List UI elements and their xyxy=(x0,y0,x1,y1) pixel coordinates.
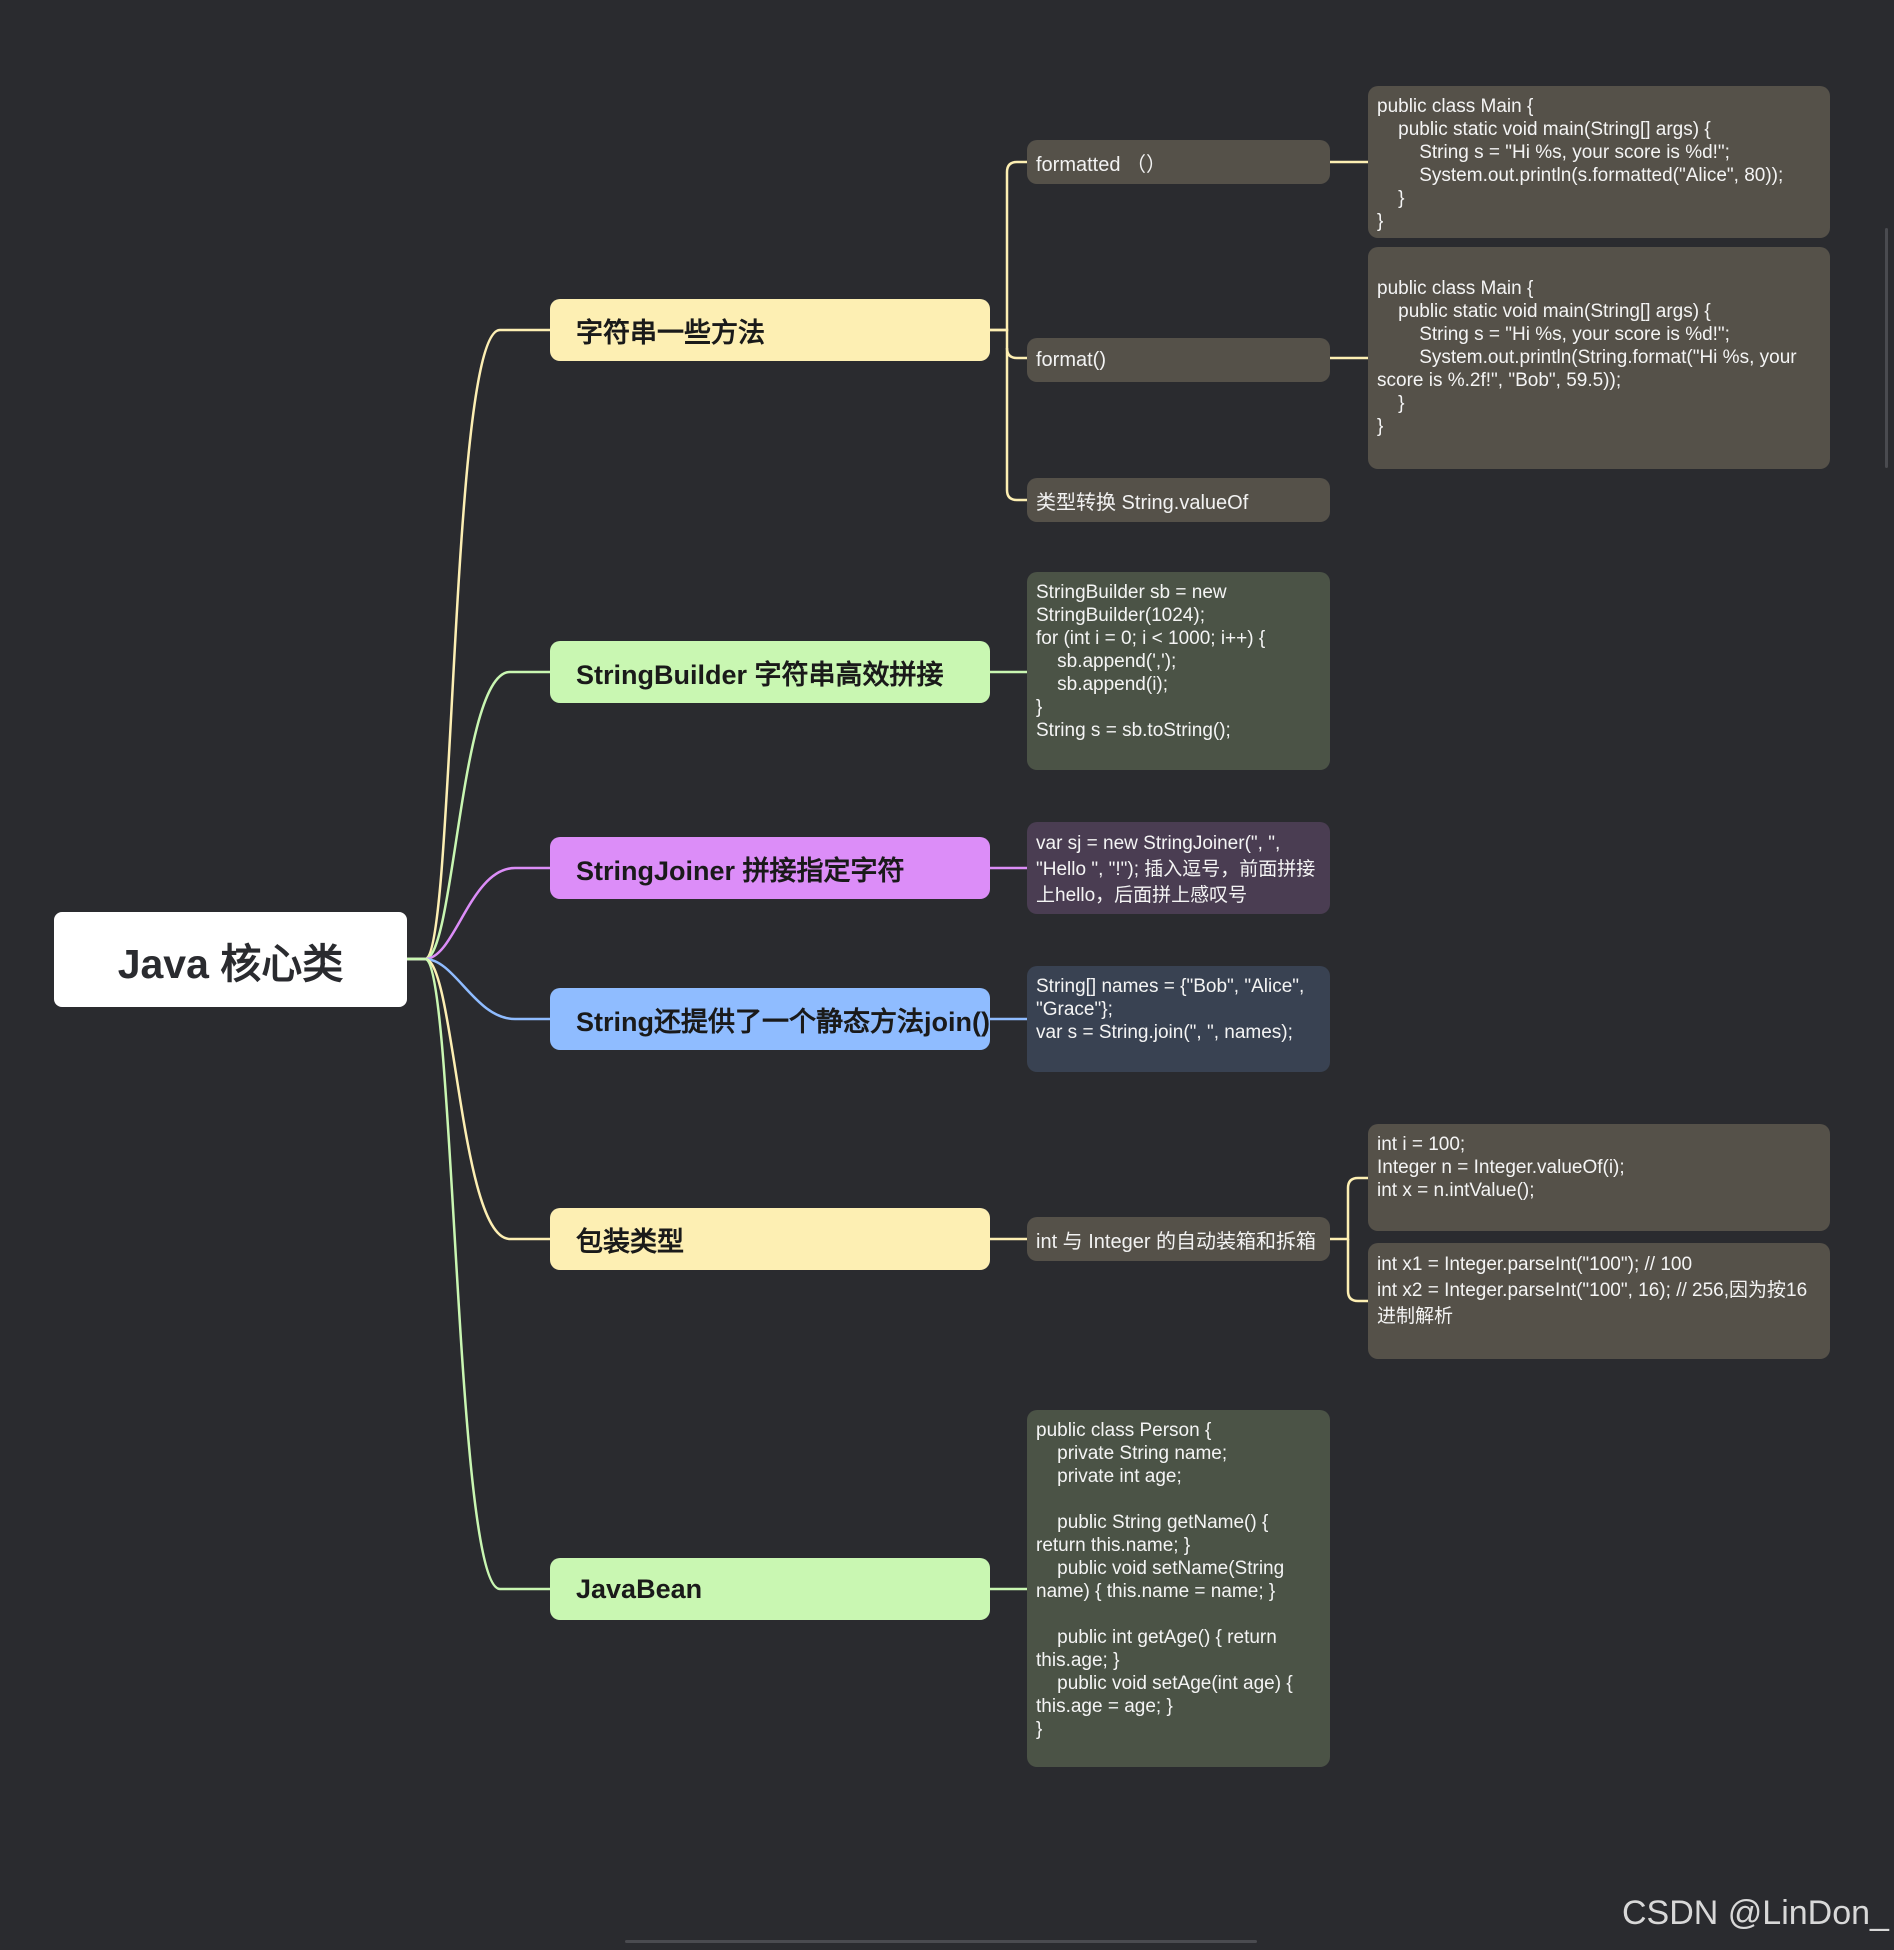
note-join-code: String[] names = {"Bob", "Alice", "Grace… xyxy=(1027,966,1330,1072)
subtopic-valueof[interactable]: 类型转换 String.valueOf xyxy=(1027,478,1330,522)
branch-javabean[interactable]: JavaBean xyxy=(550,1558,990,1620)
link-autobox-note2 xyxy=(1346,1239,1368,1303)
link-root-join xyxy=(407,957,550,1021)
subtopic-formatted[interactable]: formatted （） xyxy=(1027,140,1330,184)
note-formatted-code: public class Main { public static void m… xyxy=(1368,86,1830,238)
branch-string-methods[interactable]: 字符串一些方法 xyxy=(550,299,990,361)
note-parseint-code: int x1 = Integer.parseInt("100"); // 100… xyxy=(1368,1243,1830,1359)
vertical-scrollbar[interactable] xyxy=(1885,228,1888,468)
link-root-stringbuilder xyxy=(407,670,550,961)
note-autoboxing-code: int i = 100; Integer n = Integer.valueOf… xyxy=(1368,1124,1830,1231)
subtopic-format[interactable]: format() xyxy=(1027,338,1330,382)
link-strings-valueof xyxy=(1005,348,1027,502)
link-autobox-note1 xyxy=(1330,1176,1368,1241)
note-javabean-code: public class Person { private String nam… xyxy=(1027,1410,1330,1767)
watermark: CSDN @LinDon_ xyxy=(1622,1894,1889,1932)
note-format-code: public class Main { public static void m… xyxy=(1368,247,1830,469)
link-root-javabean xyxy=(407,957,550,1591)
note-stringjoiner-code: var sj = new StringJoiner(", ", "Hello "… xyxy=(1027,822,1330,914)
link-root-strings xyxy=(407,328,550,961)
subtopic-autoboxing[interactable]: int 与 Integer 的自动装箱和拆箱 xyxy=(1027,1217,1330,1261)
branch-string-join[interactable]: String还提供了一个静态方法join() xyxy=(550,988,990,1050)
horizontal-scrollbar[interactable] xyxy=(625,1940,1257,1943)
link-strings-formatted xyxy=(990,160,1027,332)
note-stringbuilder-code: StringBuilder sb = new StringBuilder(102… xyxy=(1027,572,1330,770)
link-strings-format xyxy=(990,328,1027,360)
link-root-wrapper xyxy=(407,957,550,1241)
branch-stringbuilder[interactable]: StringBuilder 字符串高效拼接 xyxy=(550,641,990,703)
link-root-stringjoiner xyxy=(407,866,550,961)
branch-stringjoiner[interactable]: StringJoiner 拼接指定字符 xyxy=(550,837,990,899)
branch-wrapper-types[interactable]: 包装类型 xyxy=(550,1208,990,1270)
root-node[interactable]: Java 核心类 xyxy=(54,912,407,1007)
